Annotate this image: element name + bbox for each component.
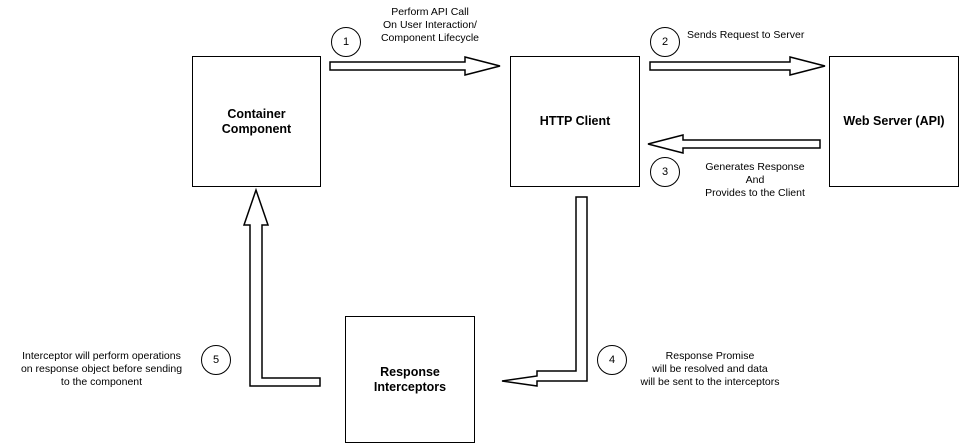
arrow-http-client-to-web-server xyxy=(649,56,826,76)
label-line: Component xyxy=(221,121,292,136)
annotation-line: to the component xyxy=(60,376,143,388)
annotation-line: Component Lifecycle xyxy=(380,32,480,44)
annotation-line: Perform API Call xyxy=(391,6,469,18)
annotation-line: on response object before sending xyxy=(20,363,183,375)
annotation-line: Provides to the Client xyxy=(705,187,805,199)
step-number: 1 xyxy=(342,36,350,48)
step-number: 4 xyxy=(608,354,616,366)
step-5-annotation: Interceptor will perform operations on r… xyxy=(4,350,199,389)
annotation-line: Sends Request to Server xyxy=(687,29,805,41)
step-1-badge: 1 xyxy=(331,27,361,57)
step-number: 2 xyxy=(661,36,669,48)
annotation-line: Generates Response xyxy=(705,161,805,173)
step-2-badge: 2 xyxy=(650,27,680,57)
label-line: Response xyxy=(380,364,440,379)
step-3-annotation: Generates Response And Provides to the C… xyxy=(690,161,820,200)
step-number: 5 xyxy=(212,354,220,366)
web-server-label: Web Server (API) xyxy=(843,114,944,129)
annotation-line: And xyxy=(745,174,765,186)
annotation-line: will be resolved and data xyxy=(652,363,768,375)
label-line: Interceptors xyxy=(373,379,447,394)
step-4-annotation: Response Promise will be resolved and da… xyxy=(630,350,790,389)
web-server-box: Web Server (API) xyxy=(829,56,959,187)
response-interceptors-label: Response Interceptors xyxy=(374,365,446,395)
step-2-annotation: Sends Request to Server xyxy=(687,29,822,42)
annotation-line: On User Interaction/ xyxy=(383,19,477,31)
annotation-line: Response Promise xyxy=(665,350,755,362)
step-number: 3 xyxy=(661,166,669,178)
step-4-badge: 4 xyxy=(597,345,627,375)
arrow-container-to-http-client xyxy=(329,56,501,76)
label-line: Web Server (API) xyxy=(843,114,945,128)
label-line: HTTP Client xyxy=(539,114,611,128)
label-line: Container xyxy=(227,106,286,121)
arrow-interceptors-to-container xyxy=(242,187,321,387)
container-component-box: Container Component xyxy=(192,56,321,187)
annotation-line: will be sent to the interceptors xyxy=(640,376,780,388)
step-1-annotation: Perform API Call On User Interaction/ Co… xyxy=(365,6,495,45)
http-client-box: HTTP Client xyxy=(510,56,640,187)
arrow-http-client-to-interceptors xyxy=(501,196,588,387)
step-5-badge: 5 xyxy=(201,345,231,375)
step-3-badge: 3 xyxy=(650,157,680,187)
response-interceptors-box: Response Interceptors xyxy=(345,316,475,443)
annotation-line: Interceptor will perform operations xyxy=(22,350,181,362)
http-client-label: HTTP Client xyxy=(540,114,611,129)
arrow-web-server-to-http-client xyxy=(647,134,821,154)
container-component-label: Container Component xyxy=(222,107,291,137)
